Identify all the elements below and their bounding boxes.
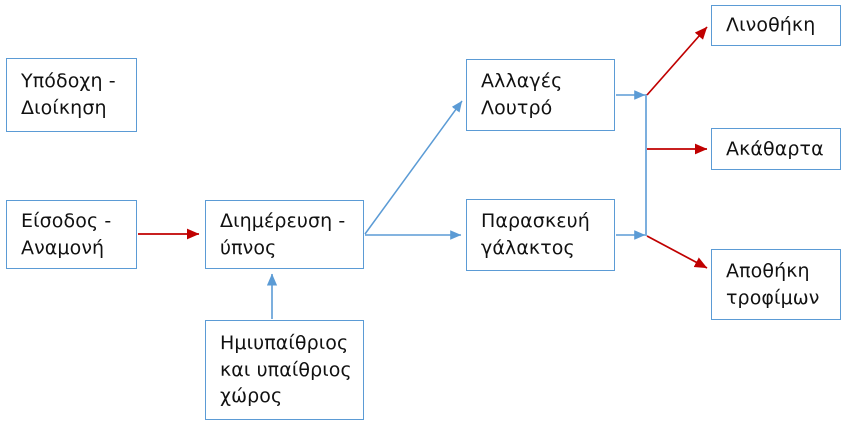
node-line: Αλλαγές — [481, 70, 563, 93]
node-line: Αποθήκη — [726, 259, 810, 282]
node-line: Διημέρευση - — [220, 209, 346, 232]
node-line: Αναμονή — [21, 236, 105, 259]
node-line: Λινοθήκη — [726, 14, 816, 37]
node-line: Ημιυπαίθριος — [220, 331, 349, 354]
edge-junction-to-apothiki — [646, 235, 708, 269]
node-ypodochi-dioikisi[interactable]: Υπόδοχη - Διοίκηση — [6, 58, 137, 132]
node-line: Υπόδοχη - — [21, 70, 116, 93]
node-line: τροφίμων — [726, 286, 820, 309]
node-line: Είσοδος - — [21, 209, 112, 232]
node-akatharta[interactable]: Ακάθαρτα — [711, 128, 841, 170]
node-line: χώρος — [220, 385, 283, 408]
node-paraskevi-galaktos[interactable]: Παρασκευή γάλακτος — [466, 199, 615, 271]
node-line: Διοίκηση — [21, 97, 107, 119]
node-line: Παρασκευή — [481, 210, 590, 233]
node-line: γάλακτος — [481, 237, 575, 259]
node-line: ύπνος — [220, 236, 277, 259]
node-line: Ακάθαρτα — [726, 137, 824, 160]
node-allages-loutro[interactable]: Αλλαγές Λουτρό — [466, 59, 615, 131]
node-imiypaithrios-ypaithrios-choros[interactable]: Ημιυπαίθριος και υπαίθριος χώρος — [205, 320, 364, 420]
node-apothiki-trofimon[interactable]: Αποθήκη τροφίμων — [711, 249, 841, 320]
node-linothiki[interactable]: Λινοθήκη — [711, 5, 841, 46]
node-line: και υπαίθριος — [220, 358, 352, 381]
edge-dimerefsi-to-allages — [364, 100, 463, 235]
edge-junction-to-linothiki — [646, 26, 708, 96]
node-eisodos-anamoni[interactable]: Είσοδος - Αναμονή — [6, 200, 137, 269]
node-line: Λουτρό — [481, 97, 553, 119]
node-dimerefsi-ypnos[interactable]: Διημέρευση - ύπνος — [205, 200, 364, 269]
